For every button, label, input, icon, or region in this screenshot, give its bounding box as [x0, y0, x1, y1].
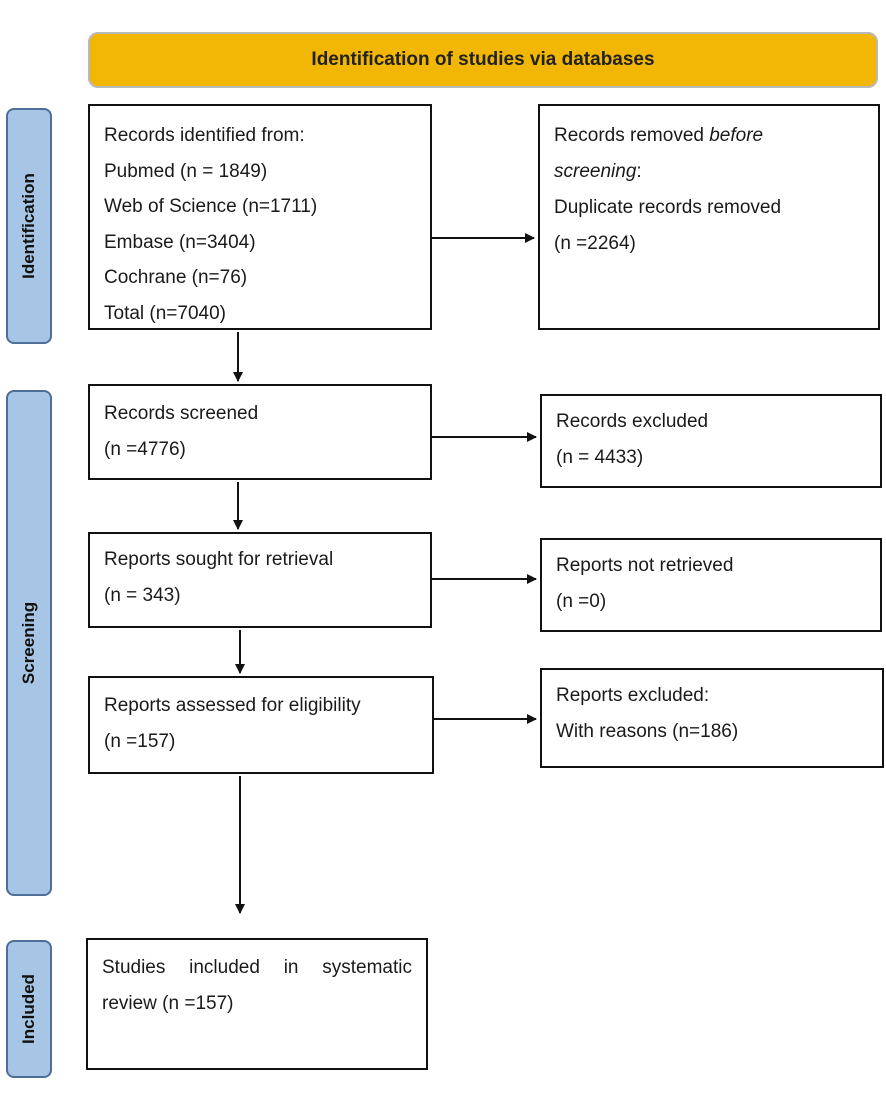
- reports-not-retrieved-label: Reports not retrieved: [556, 555, 734, 576]
- records-screened-box: Records screened (n =4776): [88, 384, 432, 480]
- reports-not-retrieved-count: (n =0): [556, 591, 607, 612]
- records-removed-line2: screening:: [554, 161, 642, 182]
- studies-included-box: Studies included in systematic review (n…: [86, 938, 428, 1070]
- records-removed-line1: Records removed before: [554, 125, 764, 146]
- phase-identification: Identification: [6, 108, 52, 344]
- records-identified-embase: Embase (n=3404): [104, 231, 256, 253]
- records-excluded-label: Records excluded: [556, 411, 709, 432]
- reports-assessed-label: Reports assessed for eligibility: [104, 695, 361, 716]
- reports-excluded-label: Reports excluded:: [556, 685, 710, 706]
- records-identified-cochrane: Cochrane (n=76): [104, 267, 248, 288]
- reports-excluded-reasons: With reasons (n=186): [556, 721, 739, 742]
- reports-excluded-box: Reports excluded: With reasons (n=186): [540, 668, 884, 768]
- records-screened-label: Records screened: [104, 403, 259, 424]
- records-identified-wos: Web of Science (n=1711): [104, 196, 318, 217]
- reports-assessed-box: Reports assessed for eligibility (n =157…: [88, 676, 434, 774]
- reports-sought-count: (n = 343): [104, 585, 181, 606]
- reports-sought-box: Reports sought for retrieval (n = 343): [88, 532, 432, 628]
- studies-included-line1: Studies included in systematic: [102, 957, 412, 978]
- records-excluded-count: (n = 4433): [556, 447, 644, 468]
- records-identified-box: Records identified from: Pubmed (n = 184…: [88, 104, 432, 330]
- records-identified-pubmed: Pubmed (n = 1849): [104, 160, 268, 182]
- records-removed-count: (n =2264): [554, 233, 636, 254]
- header-title: Identification of studies via databases: [311, 49, 655, 70]
- records-removed-line3: Duplicate records removed: [554, 197, 782, 218]
- phase-screening: Screening: [6, 390, 52, 896]
- phase-included: Included: [6, 940, 52, 1078]
- studies-included-line2: review (n =157): [102, 993, 234, 1014]
- reports-sought-label: Reports sought for retrieval: [104, 549, 334, 570]
- records-identified-total: Total (n=7040): [104, 302, 226, 324]
- reports-not-retrieved-box: Reports not retrieved (n =0): [540, 538, 882, 632]
- records-excluded-box: Records excluded (n = 4433): [540, 394, 882, 488]
- records-screened-count: (n =4776): [104, 439, 186, 460]
- records-identified-heading: Records identified from:: [104, 125, 305, 146]
- header-bar: Identification of studies via databases: [88, 32, 878, 88]
- records-removed-box: Records removed before screening: Duplic…: [538, 104, 880, 330]
- reports-assessed-count: (n =157): [104, 731, 176, 752]
